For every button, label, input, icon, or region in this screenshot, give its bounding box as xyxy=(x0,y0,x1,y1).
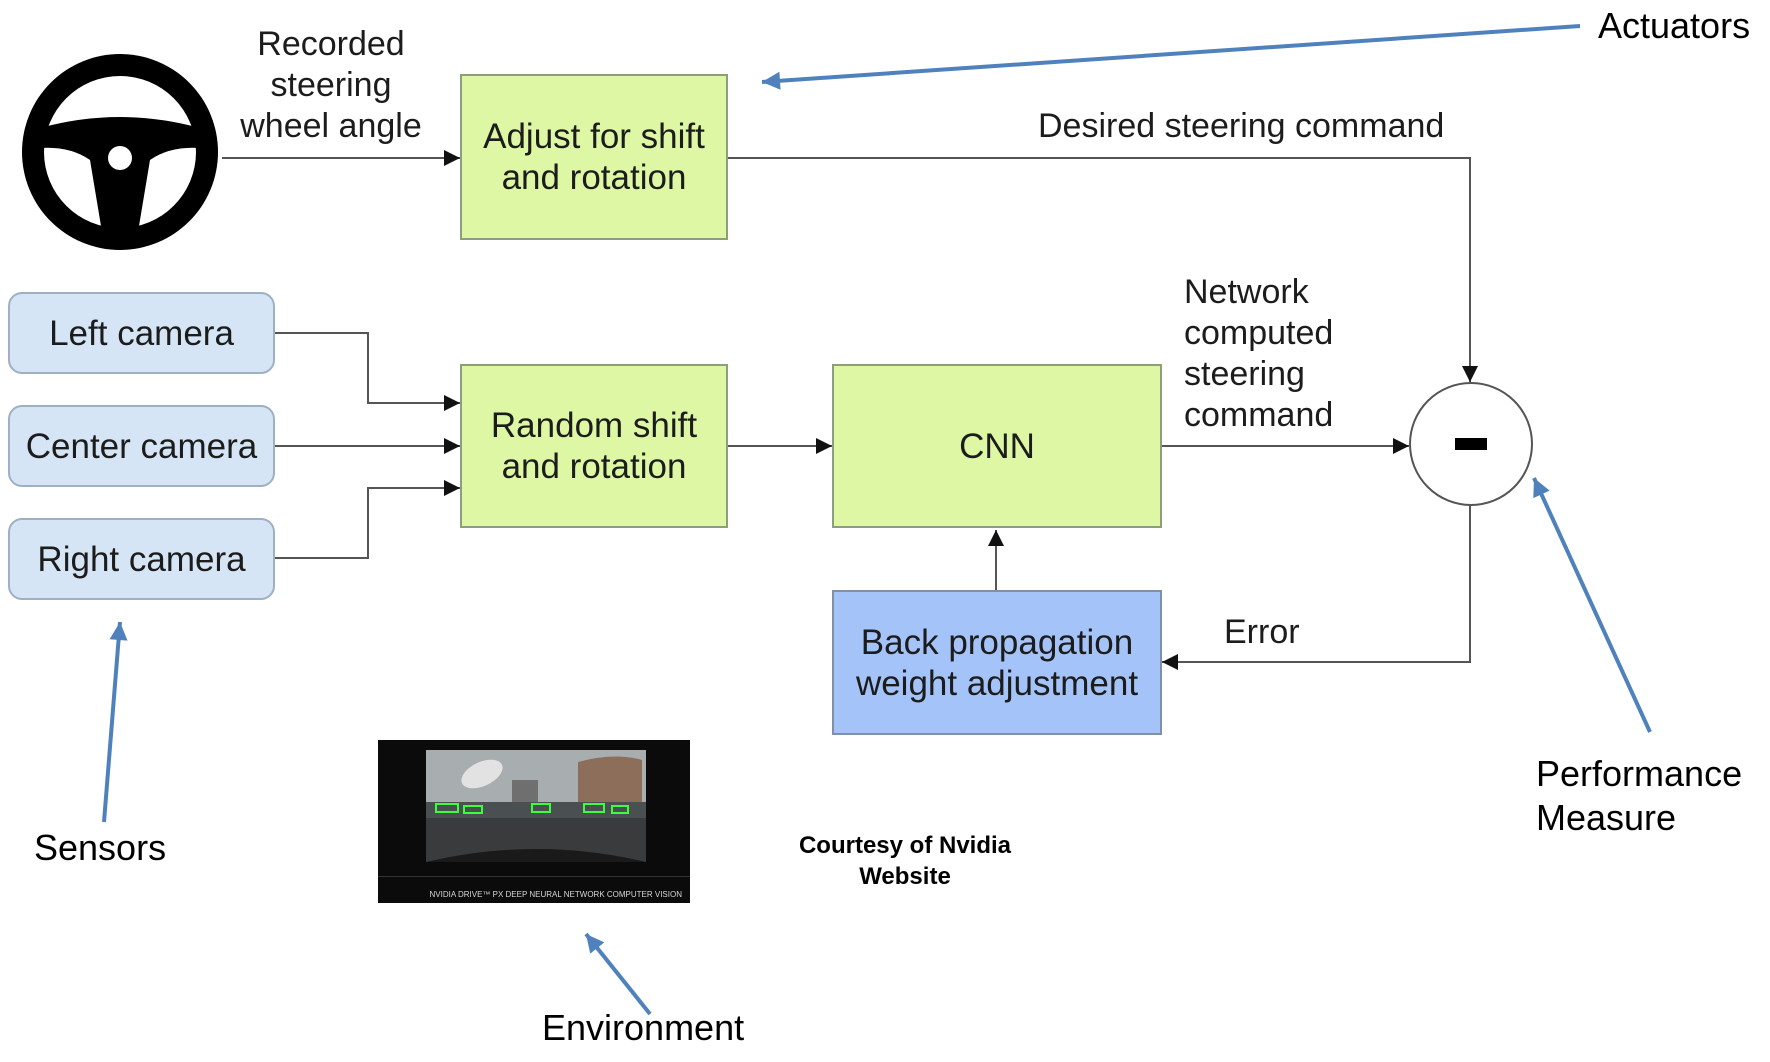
right-camera-label: Right camera xyxy=(37,539,246,579)
arrow-performance xyxy=(1532,477,1652,733)
random-shift-rotation-block: Random shift and rotation xyxy=(460,364,728,528)
arrow-adjust-to-minus xyxy=(728,157,1478,382)
right-camera-box: Right camera xyxy=(8,518,275,600)
arrow-right-camera-to-random xyxy=(275,480,460,559)
image-caption: NVIDIA DRIVE™ PX DEEP NEURAL NETWORK COM… xyxy=(429,890,683,899)
arrow-actuators xyxy=(761,24,1581,90)
adjust-block-label: Adjust for shift and rotation xyxy=(483,117,705,197)
environment-annotation: Environment xyxy=(542,1007,745,1048)
cnn-block: CNN xyxy=(832,364,1162,528)
network-command-label: Network computed steering command xyxy=(1184,273,1334,434)
recorded-angle-label: Recorded steering wheel angle xyxy=(240,25,422,145)
desired-command-label: Desired steering command xyxy=(1038,107,1445,145)
arrow-environment xyxy=(584,932,652,1016)
backprop-block: Back propagation weight adjustment xyxy=(832,590,1162,735)
environment-image: NVIDIA DRIVE™ PX DEEP NEURAL NETWORK COM… xyxy=(378,740,690,903)
center-camera-label: Center camera xyxy=(25,426,258,466)
performance-measure-annotation: Performance Measure xyxy=(1536,753,1743,838)
adjust-shift-rotation-block: Adjust for shift and rotation xyxy=(460,74,728,240)
cnn-block-label: CNN xyxy=(959,426,1035,466)
backprop-block-label: Back propagation weight adjustment xyxy=(855,622,1139,703)
center-camera-box: Center camera xyxy=(8,405,275,487)
error-label: Error xyxy=(1224,613,1300,651)
subtraction-node xyxy=(1409,382,1533,506)
steering-wheel-icon xyxy=(22,54,218,250)
random-block-label: Random shift and rotation xyxy=(490,406,698,486)
courtesy-note: Courtesy of Nvidia Website xyxy=(798,832,1012,890)
road-scene-icon xyxy=(378,740,690,903)
arrow-sensors xyxy=(102,621,128,823)
actuators-annotation: Actuators xyxy=(1598,5,1751,46)
arrow-minus-to-backprop xyxy=(1162,506,1471,670)
minus-sign-icon xyxy=(1455,438,1487,450)
left-camera-box: Left camera xyxy=(8,292,275,374)
left-camera-label: Left camera xyxy=(49,313,234,353)
sensors-annotation: Sensors xyxy=(34,827,167,868)
arrow-left-camera-to-random xyxy=(275,332,460,411)
